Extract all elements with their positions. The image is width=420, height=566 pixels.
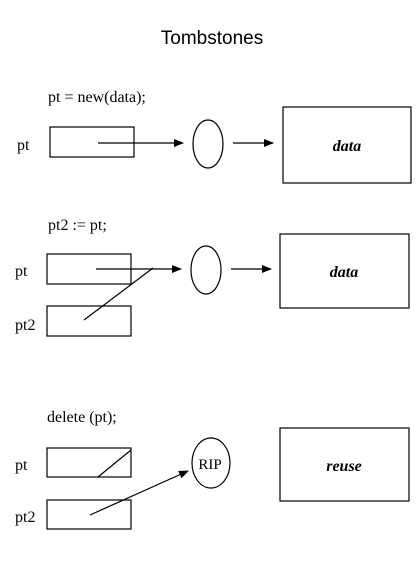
arrow-pt2-to-tombstone: [89, 470, 189, 516]
pointer-label-pt2: pt2: [15, 509, 35, 526]
heap-object-label: data: [330, 264, 358, 281]
code-line: pt2 := pt;: [48, 217, 107, 234]
panel-assign: pt2 := pt; pt pt2 data: [15, 217, 410, 337]
heap-object-box: [279, 233, 410, 309]
pointer-label-pt: pt: [17, 137, 30, 154]
pointer-box-pt2: [46, 305, 132, 337]
pointer-label-pt2: pt2: [15, 317, 35, 334]
code-line: delete (pt);: [47, 409, 117, 426]
heap-object-box: [279, 427, 410, 502]
pointer-label-pt: pt: [15, 263, 28, 280]
tombstone: [190, 245, 222, 295]
pointer-box-pt: [49, 126, 135, 158]
tombstone: [192, 119, 224, 169]
panel-delete: delete (pt); pt pt2 RIP reuse: [15, 409, 410, 530]
pointer-box-pt: [46, 447, 132, 478]
heap-object-label: data: [333, 138, 361, 155]
panel-new: pt = new(data); pt data: [17, 89, 412, 184]
pointer-box-pt2: [46, 499, 132, 530]
tombstone-rip: [191, 437, 231, 489]
code-line: pt = new(data);: [48, 89, 146, 106]
null-slash: [97, 449, 132, 478]
heap-object-label: reuse: [326, 458, 362, 475]
line-pt2-to-tombstone: [83, 267, 154, 321]
diagram-title: Tombstones: [161, 28, 263, 49]
pointer-label-pt: pt: [15, 457, 28, 474]
tombstone-label: RIP: [198, 457, 221, 473]
heap-object-box: [282, 106, 412, 184]
